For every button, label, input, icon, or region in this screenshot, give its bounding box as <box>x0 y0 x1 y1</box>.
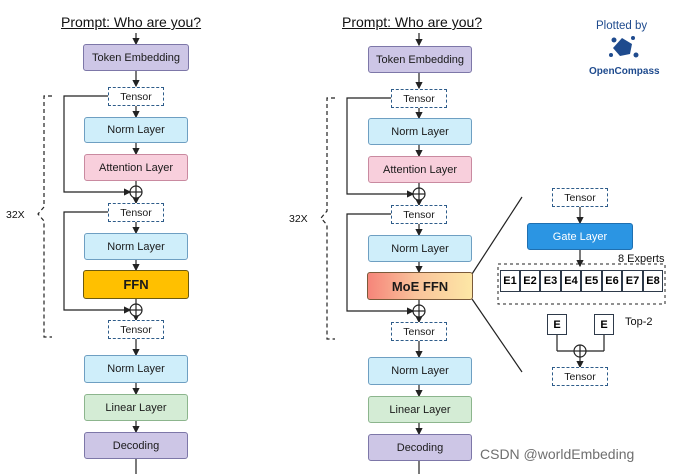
left-norm-layer-3: Norm Layer <box>84 355 188 383</box>
expert-box: E3 <box>540 270 561 292</box>
right-repeat-label: 32X <box>289 213 308 225</box>
left-tensor-3: Tensor <box>108 320 164 339</box>
expert-box: E8 <box>643 270 663 292</box>
plotted-by-label: Plotted by <box>596 20 648 32</box>
left-linear-layer: Linear Layer <box>84 394 188 421</box>
moe-tensor-out: Tensor <box>552 367 608 386</box>
right-tensor-3: Tensor <box>391 322 447 341</box>
left-tensor-1: Tensor <box>108 87 164 106</box>
right-token-embedding: Token Embedding <box>368 46 472 73</box>
right-prompt: Prompt: Who are you? <box>342 14 483 30</box>
expert-box: E7 <box>622 270 643 292</box>
moe-tensor-in: Tensor <box>552 188 608 207</box>
top-k-label: Top-2 <box>625 316 653 328</box>
expert-box: E6 <box>602 270 622 292</box>
left-tensor-2: Tensor <box>108 203 164 222</box>
selected-expert-a: E <box>547 314 567 335</box>
right-moe-ffn: MoE FFN <box>367 272 473 300</box>
right-tensor-1: Tensor <box>391 89 447 108</box>
left-ffn: FFN <box>83 270 189 299</box>
right-decoding: Decoding <box>368 434 472 461</box>
watermark: CSDN @worldEmbeding <box>480 446 635 462</box>
left-token-embedding: Token Embedding <box>83 44 189 71</box>
opencompass-logo-text: OpenCompass <box>589 66 660 77</box>
right-attention-layer: Attention Layer <box>368 156 472 183</box>
right-norm-layer-3: Norm Layer <box>368 357 472 385</box>
expert-box: E1 <box>500 270 520 292</box>
left-decoding: Decoding <box>84 432 188 459</box>
moe-gate-layer: Gate Layer <box>527 223 633 250</box>
left-repeat-label: 32X <box>6 209 25 221</box>
expert-box: E2 <box>520 270 540 292</box>
expert-box: E5 <box>581 270 602 292</box>
right-linear-layer: Linear Layer <box>368 396 472 423</box>
selected-expert-b: E <box>594 314 614 335</box>
right-norm-layer-2: Norm Layer <box>368 235 472 262</box>
expert-box: E4 <box>561 270 581 292</box>
right-norm-layer-1: Norm Layer <box>368 118 472 145</box>
moe-experts-label: 8 Experts <box>618 253 665 265</box>
right-tensor-2: Tensor <box>391 205 447 224</box>
left-prompt: Prompt: Who are you? <box>61 14 202 30</box>
left-attention-layer: Attention Layer <box>84 154 188 181</box>
left-norm-layer-2: Norm Layer <box>84 233 188 260</box>
left-norm-layer-1: Norm Layer <box>84 117 188 143</box>
opencompass-logo-icon <box>609 36 639 58</box>
